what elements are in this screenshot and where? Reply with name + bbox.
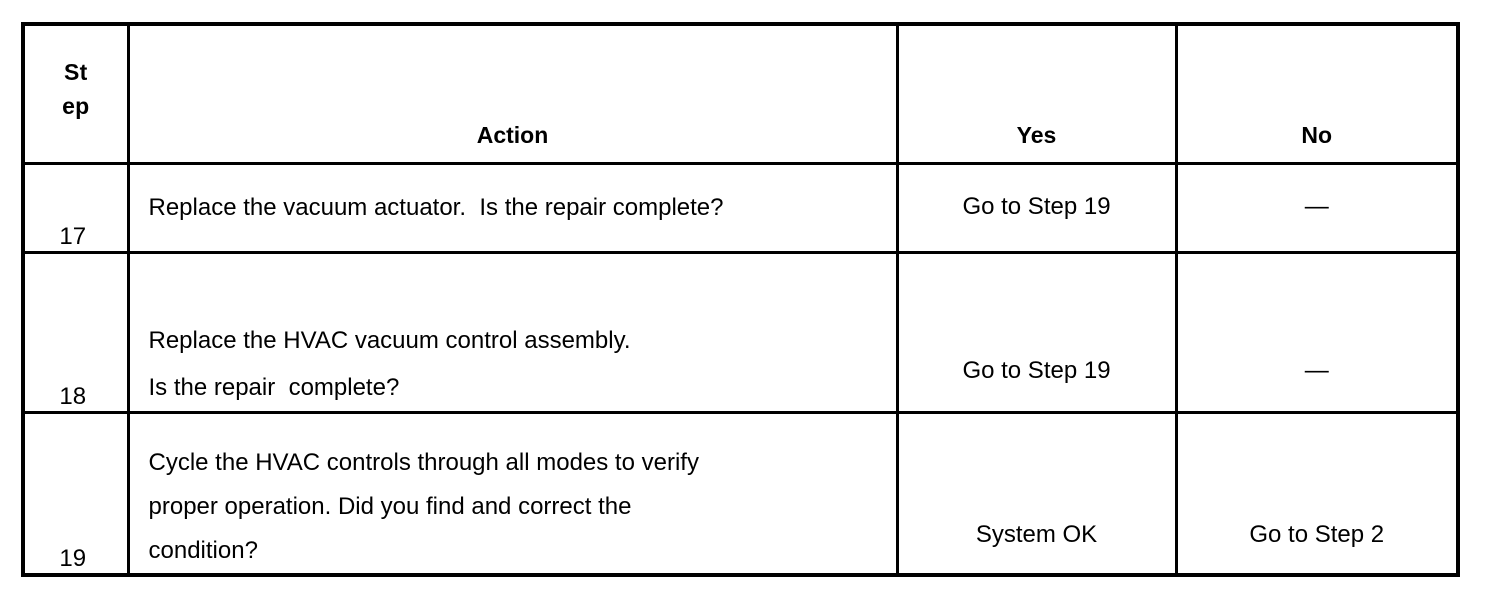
table-row: 18 Replace the HVAC vacuum control assem… xyxy=(21,250,1460,414)
column-header-no: No xyxy=(1174,22,1460,165)
action-text: Replace the HVAC vacuum control assembly… xyxy=(130,296,896,411)
column-header-no-text: No xyxy=(1301,121,1333,148)
column-header-step-line-2: ep xyxy=(62,93,90,119)
table-row: 17 Replace the vacuum actuator. Is the r… xyxy=(21,161,1460,254)
column-header-step: St ep xyxy=(21,22,130,165)
column-header-yes-text: Yes xyxy=(1016,121,1057,148)
no-result-text: — xyxy=(1304,192,1329,220)
action-line: Replace the HVAC vacuum control assembly… xyxy=(148,326,631,354)
step-number: 18 xyxy=(59,382,87,410)
action-line: Is the repair complete? xyxy=(148,373,400,401)
cell-action: Replace the vacuum actuator. Is the repa… xyxy=(126,161,899,254)
cell-action: Replace the HVAC vacuum control assembly… xyxy=(126,250,899,414)
yes-result-text: System OK xyxy=(975,521,1098,548)
yes-result-text: Go to Step 19 xyxy=(962,356,1111,384)
step-number: 19 xyxy=(59,545,87,572)
cell-step: 19 xyxy=(21,410,130,577)
hvac-diagnostic-step-table: St ep Action Yes No 17 xyxy=(21,22,1460,577)
action-line: Cycle the HVAC controls through all mode… xyxy=(148,449,699,476)
action-line: condition? xyxy=(148,537,258,564)
table-row: 19 Cycle the HVAC controls through all m… xyxy=(21,410,1460,577)
action-text: Replace the vacuum actuator. Is the repa… xyxy=(130,194,896,222)
cell-yes: System OK xyxy=(895,410,1178,577)
cell-step: 18 xyxy=(21,250,130,414)
cell-yes: Go to Step 19 xyxy=(895,250,1178,414)
table-header-row: St ep Action Yes No xyxy=(21,22,1460,165)
cell-step: 17 xyxy=(21,161,130,254)
action-text: Cycle the HVAC controls through all mode… xyxy=(130,422,896,573)
column-header-step-text: St ep xyxy=(25,55,127,162)
table-header: St ep Action Yes No xyxy=(21,22,1460,165)
column-header-yes: Yes xyxy=(895,22,1178,165)
cell-action: Cycle the HVAC controls through all mode… xyxy=(126,410,899,577)
column-header-step-line-1: St xyxy=(64,58,88,85)
cell-no: — xyxy=(1174,250,1460,414)
action-line: proper operation. Did you find and corre… xyxy=(148,493,632,520)
cell-yes: Go to Step 19 xyxy=(895,161,1178,254)
cell-no: Go to Step 2 xyxy=(1174,410,1460,577)
cell-no: — xyxy=(1174,161,1460,254)
step-number: 17 xyxy=(59,222,87,250)
no-result-text: Go to Step 2 xyxy=(1249,521,1385,548)
action-line: Replace the vacuum actuator. Is the repa… xyxy=(148,193,724,221)
no-result-text: — xyxy=(1304,356,1329,384)
yes-result-text: Go to Step 19 xyxy=(962,192,1111,220)
table-body: 17 Replace the vacuum actuator. Is the r… xyxy=(21,161,1460,577)
column-header-action: Action xyxy=(126,22,899,165)
column-header-action-text: Action xyxy=(476,121,549,148)
